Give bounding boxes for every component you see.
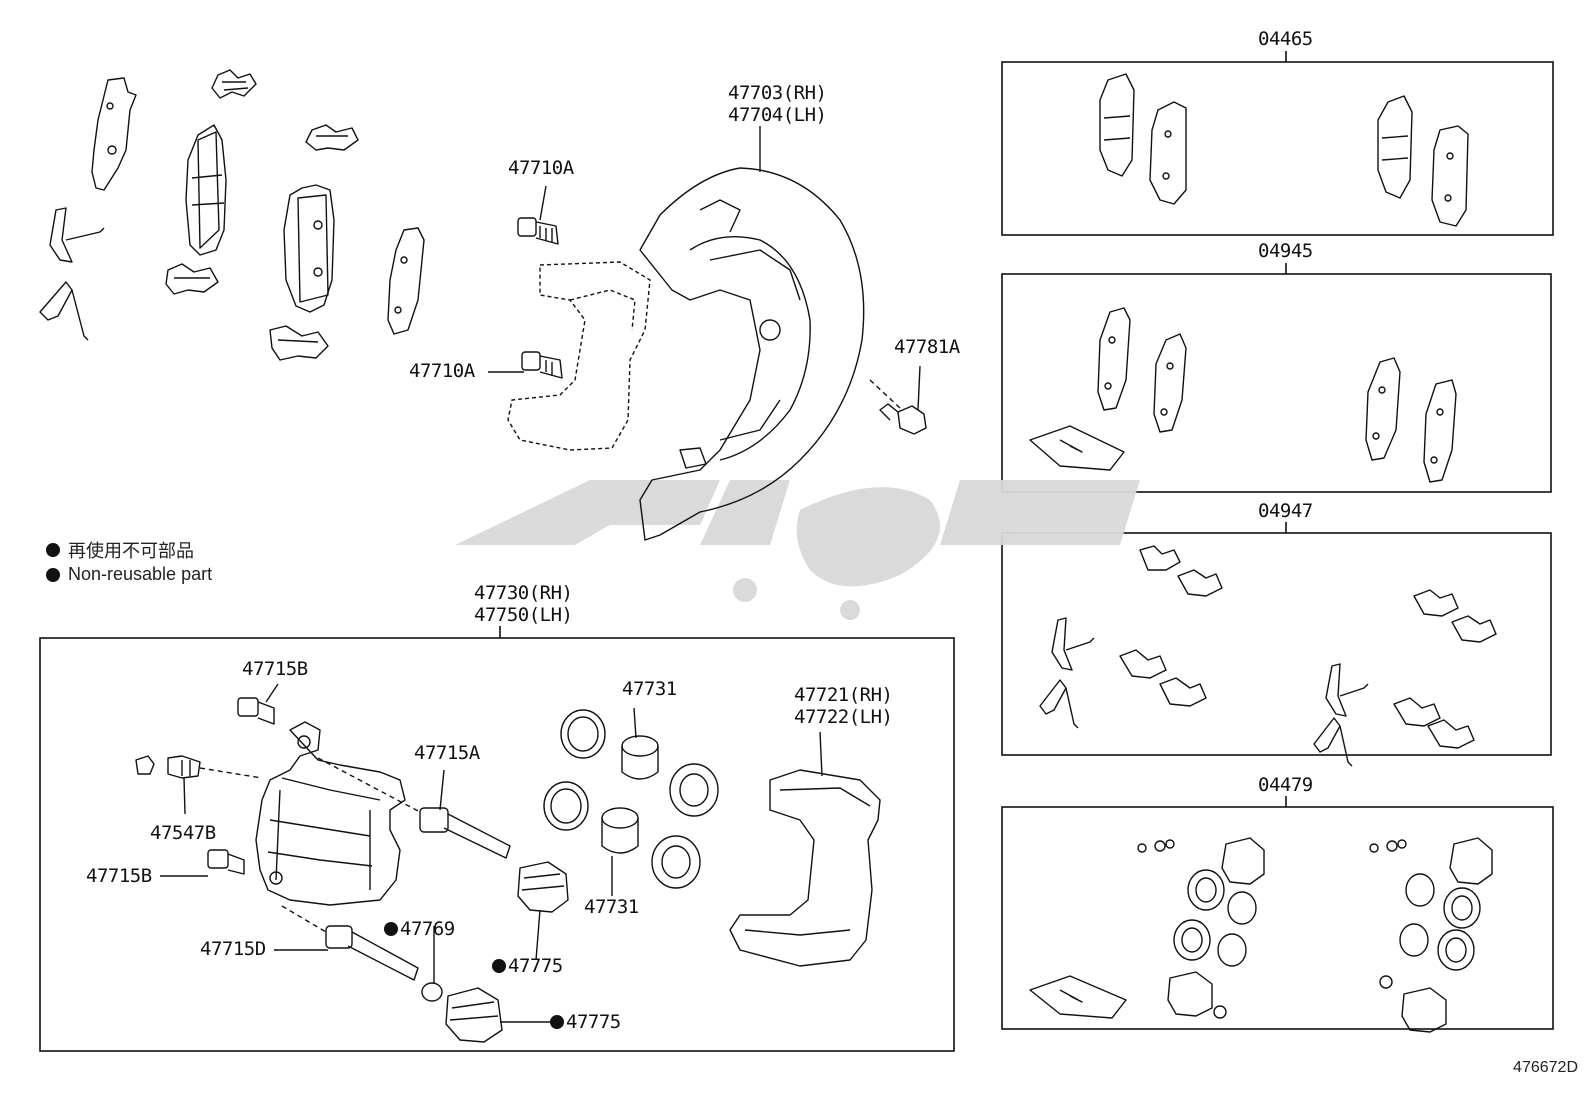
caliper-bracket[interactable] bbox=[729, 769, 881, 967]
piston-seal-ring-2[interactable] bbox=[543, 781, 589, 831]
anti-rattle-spring-2[interactable] bbox=[39, 281, 89, 341]
brake-pad-outer-left[interactable] bbox=[283, 184, 335, 313]
kit-04479-parts-left[interactable] bbox=[1029, 837, 1265, 1019]
piston-seal-ring-1[interactable] bbox=[560, 709, 606, 759]
label-47775-b-row[interactable]: 47775 bbox=[550, 1011, 621, 1033]
leader-lines bbox=[160, 126, 921, 1023]
label-47775-a-row[interactable]: 47775 bbox=[492, 955, 563, 977]
label-47769-row[interactable]: 47769 bbox=[384, 918, 455, 940]
legend-jp-text: 再使用不可部品 bbox=[68, 541, 194, 561]
label-47731-top[interactable]: 47731 bbox=[622, 678, 677, 700]
pad-clip-1[interactable] bbox=[211, 69, 257, 99]
label-47750[interactable]: 47750(LH) bbox=[474, 604, 573, 626]
leader-bleeder-dash bbox=[199, 767, 263, 779]
bolt-47715b-low[interactable] bbox=[207, 849, 245, 875]
legend-dot bbox=[46, 567, 60, 582]
label-kit-04945[interactable]: 04945 bbox=[1258, 240, 1313, 262]
leader-pin-d-dash bbox=[281, 905, 327, 933]
kit-box-04479[interactable] bbox=[1001, 806, 1554, 1030]
kit-04945-grease-pack[interactable] bbox=[1029, 425, 1125, 471]
kit-box-04947[interactable] bbox=[1001, 532, 1552, 756]
label-47715d[interactable]: 47715D bbox=[200, 938, 266, 960]
leader-47781a-dash bbox=[869, 379, 901, 409]
caliper-body[interactable] bbox=[255, 721, 406, 906]
pad-clip-3[interactable] bbox=[165, 263, 219, 295]
label-kit-04465[interactable]: 04465 bbox=[1258, 28, 1313, 50]
non-reusable-dot bbox=[550, 1015, 564, 1029]
label-47703[interactable]: 47703(RH) bbox=[728, 82, 827, 104]
boot-47775-a[interactable] bbox=[517, 861, 569, 913]
piston-1[interactable] bbox=[621, 735, 659, 780]
bolt-47710a-mid[interactable] bbox=[521, 351, 563, 379]
label-47710a-mid[interactable]: 47710A bbox=[409, 360, 475, 382]
pad-clip-2[interactable] bbox=[305, 124, 359, 151]
watermark-logo bbox=[455, 480, 1140, 620]
label-kit-04947[interactable]: 04947 bbox=[1258, 500, 1313, 522]
pad-clip-4[interactable] bbox=[269, 325, 329, 361]
dust-seal-1[interactable] bbox=[669, 763, 719, 817]
kit-04465-pad-set-left[interactable] bbox=[1099, 73, 1187, 205]
kit-box-04945[interactable] bbox=[1001, 273, 1552, 493]
caliper-mount-dashed bbox=[507, 261, 651, 451]
bolt-47715b-top[interactable] bbox=[237, 697, 275, 725]
brake-pad-inner-left[interactable] bbox=[185, 124, 227, 256]
bleeder-plug-47547b[interactable] bbox=[167, 755, 201, 779]
bleeder-cap[interactable] bbox=[135, 755, 155, 775]
label-47721[interactable]: 47721(RH) bbox=[794, 684, 893, 706]
diagram-reference-code: 476672D bbox=[1513, 1059, 1578, 1076]
kit-04479-parts-right[interactable] bbox=[1369, 837, 1493, 1033]
label-47710a-top[interactable]: 47710A bbox=[508, 157, 574, 179]
dust-seal-2[interactable] bbox=[651, 835, 701, 889]
dust-cover-shield[interactable] bbox=[639, 167, 865, 541]
label-kit-04479[interactable]: 04479 bbox=[1258, 774, 1313, 796]
label-47730[interactable]: 47730(RH) bbox=[474, 582, 573, 604]
label-47547b[interactable]: 47547B bbox=[150, 822, 216, 844]
leader-pin-a-dash bbox=[317, 757, 421, 813]
piston-2[interactable] bbox=[601, 807, 639, 854]
boot-47775-b[interactable] bbox=[445, 987, 503, 1043]
label-47715a[interactable]: 47715A bbox=[414, 742, 480, 764]
label-47715b-top[interactable]: 47715B bbox=[242, 658, 308, 680]
label-47704[interactable]: 47704(LH) bbox=[728, 104, 827, 126]
kit-04947-springs-left[interactable] bbox=[1039, 617, 1095, 729]
kit-box-04465[interactable] bbox=[1001, 61, 1554, 236]
label-47769: 47769 bbox=[400, 918, 455, 940]
label-47781a[interactable]: 47781A bbox=[894, 336, 960, 358]
label-47775-b: 47775 bbox=[566, 1011, 621, 1033]
label-47722[interactable]: 47722(LH) bbox=[794, 706, 893, 728]
pad-shim-top-left[interactable] bbox=[91, 77, 137, 191]
slide-pin-47715a[interactable] bbox=[419, 807, 511, 859]
kit-04947-clips-right[interactable] bbox=[1393, 589, 1497, 749]
kit-04947-springs-right[interactable] bbox=[1313, 663, 1369, 767]
anti-rattle-spring-1[interactable] bbox=[49, 207, 105, 263]
pad-shim-right[interactable] bbox=[387, 227, 425, 335]
legend-en: Non-reusable part bbox=[46, 564, 212, 585]
bolt-47710a-top[interactable] bbox=[517, 217, 559, 245]
non-reusable-dot bbox=[384, 922, 398, 936]
bushing-47769[interactable] bbox=[421, 982, 443, 1002]
slide-pin-47715d[interactable] bbox=[325, 925, 419, 981]
legend-en-text: Non-reusable part bbox=[68, 564, 213, 584]
legend-jp: 再使用不可部品 bbox=[46, 537, 194, 563]
label-47775-a: 47775 bbox=[508, 955, 563, 977]
legend-dot bbox=[46, 543, 60, 557]
kit-04465-pad-set-right[interactable] bbox=[1377, 95, 1469, 227]
kit-04945-shim-set-right[interactable] bbox=[1365, 357, 1457, 483]
bolt-47781a[interactable] bbox=[879, 403, 927, 435]
label-47715b-low[interactable]: 47715B bbox=[86, 865, 152, 887]
kit-04947-clips-left[interactable] bbox=[1119, 545, 1223, 707]
kit-04945-shim-set-left[interactable] bbox=[1097, 307, 1187, 433]
caliper-assembly-box[interactable] bbox=[39, 637, 955, 1052]
label-47731-bottom[interactable]: 47731 bbox=[584, 896, 639, 918]
non-reusable-dot bbox=[492, 959, 506, 973]
